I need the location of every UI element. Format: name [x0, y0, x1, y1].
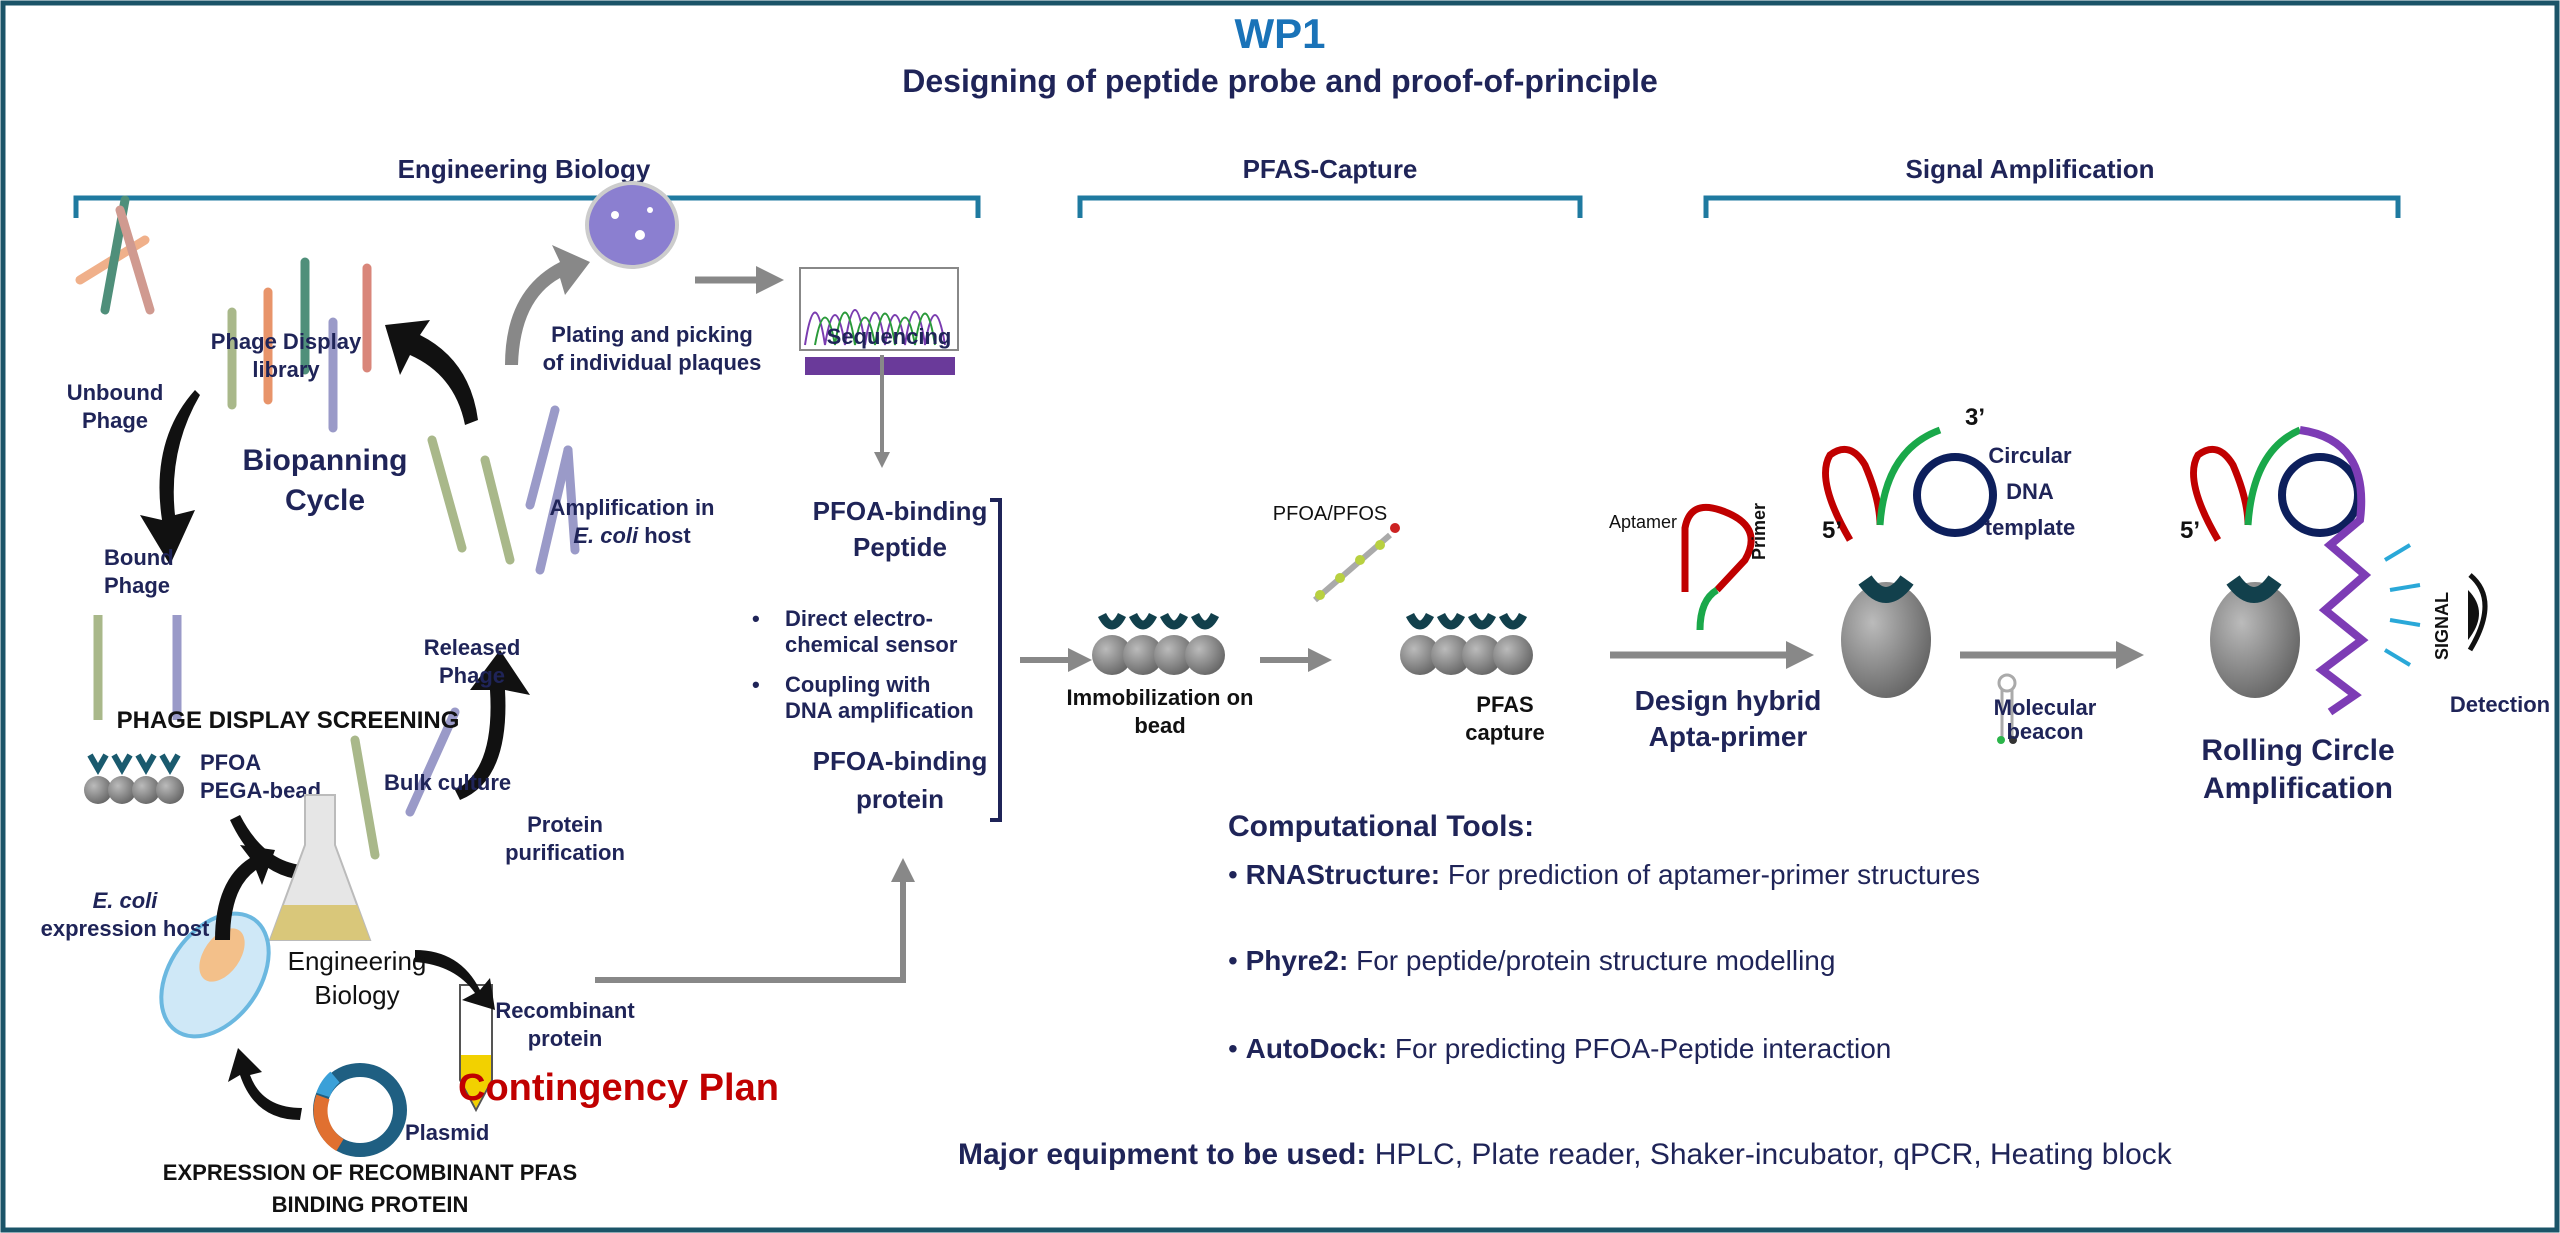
tube-icon: [459, 984, 493, 1113]
detection-label: Detection: [2450, 692, 2550, 717]
five-prime-label-1: 5’: [1822, 517, 1842, 544]
bulk-culture-label: Bulk culture: [384, 770, 511, 795]
arrow-released-to-amplification: [455, 650, 530, 800]
bracket-signal-amplification: [1703, 195, 2401, 218]
rca-complex-icon: [2190, 426, 2421, 716]
bracket-engineering-biology: [73, 195, 981, 218]
three-prime-label: 3’: [1965, 404, 1985, 431]
arrow-to-plating: [505, 245, 590, 365]
sequencing-label: Sequencing: [827, 324, 952, 349]
tools-title: Computational Tools:: [1228, 810, 1534, 843]
five-prime-label-2: 5’: [2180, 517, 2200, 544]
tool-item-phyre2: • Phyre2: For peptide/protein structure …: [1228, 945, 1835, 976]
phage-display-caption: PHAGE DISPLAY SCREENING: [117, 707, 460, 734]
primer-label: Primer: [1749, 503, 1769, 560]
hybrid-complex-icon: [1822, 426, 1997, 698]
petri-dish-icon: [585, 181, 679, 269]
contingency-plan: Contingency Plan: [458, 1067, 779, 1109]
equipment-line: Major equipment to be used: HPLC, Plate …: [958, 1138, 2173, 1171]
page-subtitle: Designing of peptide probe and proof-of-…: [902, 63, 1658, 99]
eye-icon: [2467, 573, 2488, 652]
pfoa-molecule-icon: [1313, 523, 1400, 603]
peptide-bullet-1: •Direct electro-chemical sensor: [752, 606, 958, 657]
unbound-phage-icon: [75, 195, 155, 315]
sequencing-chromatogram-icon: [799, 267, 959, 375]
immobilized-beads-icon: [1092, 612, 1225, 675]
released-phage-icon: [350, 707, 460, 860]
section-engineering-biology: Engineering Biology: [398, 154, 651, 184]
bound-phage-icon: [84, 615, 184, 804]
aptamer-label: Aptamer: [1609, 512, 1677, 532]
phage-library-icon: [227, 257, 372, 433]
plasmid-icon: [313, 1063, 407, 1157]
section-signal-amplification: Signal Amplification: [1906, 154, 2155, 184]
tool-item-autodock: • AutoDock: For predicting PFOA-Peptide …: [1228, 1033, 1891, 1064]
plasmid-label: Plasmid: [405, 1120, 489, 1145]
ecoli-icon: [159, 911, 271, 1039]
arrow-amplification-to-library: [385, 320, 478, 425]
captured-beads-icon: [1400, 612, 1533, 675]
signal-label: SIGNAL: [2432, 592, 2452, 660]
pfoa-pfos-label: PFOA/PFOS: [1273, 503, 1387, 525]
flask-icon: [268, 794, 372, 941]
amplified-phage-icon: [427, 405, 580, 575]
section-pfas-capture: PFAS-Capture: [1243, 154, 1418, 184]
apta-primer-icon: [1681, 503, 1755, 631]
tool-item-rnastructure: • RNAStructure: For prediction of aptame…: [1228, 859, 1980, 890]
peptide-bracket: [990, 498, 1002, 822]
expression-arrows: [215, 845, 495, 1120]
arrow-protein-to-binding: [595, 858, 915, 983]
bracket-pfas-capture: [1077, 195, 1583, 218]
molecular-beacon-icon: [1997, 673, 2017, 744]
page-title: WP1: [1234, 10, 1325, 57]
arrow-unbound-to-bound: [140, 390, 200, 565]
